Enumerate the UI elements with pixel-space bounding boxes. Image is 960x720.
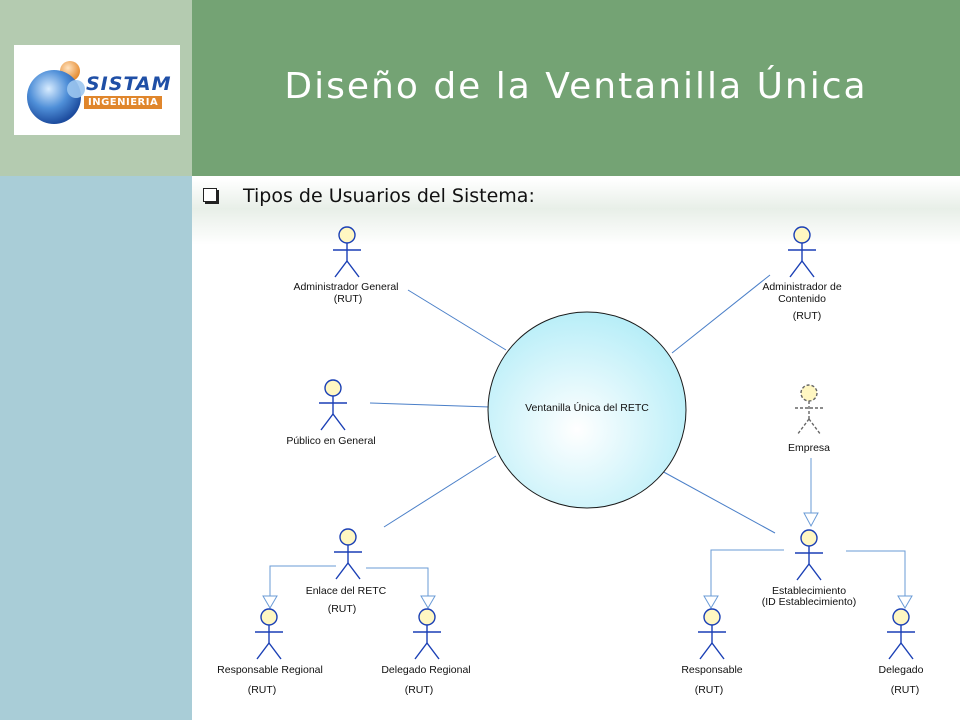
association-admin-general <box>407 289 507 351</box>
logo-globe-icon <box>27 61 85 124</box>
label-responsable-regional: Responsable Regional <box>217 664 323 676</box>
logo-tagline: INGENIERIA <box>84 96 163 109</box>
generalization-delegado-regional <box>366 567 429 596</box>
label-admin-contenido-id: (RUT) <box>793 310 822 322</box>
slide-header: Diseño de la Ventanilla Única <box>192 0 960 176</box>
header-divider <box>192 176 960 179</box>
label-publico: Público en General <box>286 435 375 447</box>
generalization-delegado <box>846 550 906 596</box>
label-admin-contenido-2: Contenido <box>778 293 826 305</box>
arrowhead-empresa <box>803 512 819 528</box>
generalization-responsable <box>710 549 784 596</box>
actor-responsable-regional-icon <box>255 608 283 660</box>
association-enlace <box>383 455 497 528</box>
label-establecimiento: Establecimiento <box>772 585 846 597</box>
label-establecimiento-id: (ID Establecimiento) <box>762 596 857 608</box>
association-publico <box>369 402 491 408</box>
label-responsable: Responsable <box>681 664 742 676</box>
actor-delegado-regional-icon <box>413 608 441 660</box>
company-logo: SISTAM INGENIERIA <box>14 45 180 135</box>
slide-title: Diseño de la Ventanilla Única <box>284 66 868 107</box>
association-establecimiento <box>659 469 776 534</box>
checkbox-bullet-icon <box>203 188 217 202</box>
label-admin-general: Administrador General <box>293 281 398 293</box>
arrowhead-delegado <box>897 595 913 609</box>
arrowhead-responsable-regional <box>262 595 278 609</box>
actor-establecimiento-icon <box>795 529 823 581</box>
label-responsable-regional-id: (RUT) <box>248 684 277 696</box>
label-enlace: Enlace del RETC <box>306 585 387 597</box>
actor-responsable-icon <box>698 608 726 660</box>
association-admin-contenido <box>671 274 771 354</box>
subtitle-band <box>192 179 960 245</box>
label-delegado: Delegado <box>879 664 924 676</box>
use-case-ventanilla <box>487 311 687 509</box>
arrowhead-delegado-regional <box>420 595 436 609</box>
logo-brand: SISTAM <box>86 73 172 95</box>
left-panel-bottom <box>0 176 192 720</box>
label-delegado-id: (RUT) <box>891 684 920 696</box>
generalization-responsable-regional <box>269 565 336 596</box>
actor-delegado-icon <box>887 608 915 660</box>
label-admin-general-id: (RUT) <box>334 293 363 305</box>
actor-admin-contenido-icon <box>788 226 816 278</box>
label-delegado-regional: Delegado Regional <box>381 664 470 676</box>
label-delegado-regional-id: (RUT) <box>405 684 434 696</box>
slide-subtitle: Tipos de Usuarios del Sistema: <box>243 185 535 207</box>
arrowhead-responsable <box>703 595 719 609</box>
actor-enlace-icon <box>334 528 362 580</box>
label-admin-contenido-1: Administrador de <box>762 281 842 293</box>
label-empresa: Empresa <box>788 442 830 454</box>
label-enlace-id: (RUT) <box>328 603 357 615</box>
actor-admin-general-icon <box>333 226 361 278</box>
use-case-label: Ventanilla Única del RETC <box>525 401 649 414</box>
actor-empresa-icon <box>795 384 823 436</box>
label-responsable-id: (RUT) <box>695 684 724 696</box>
actor-publico-icon <box>319 379 347 431</box>
